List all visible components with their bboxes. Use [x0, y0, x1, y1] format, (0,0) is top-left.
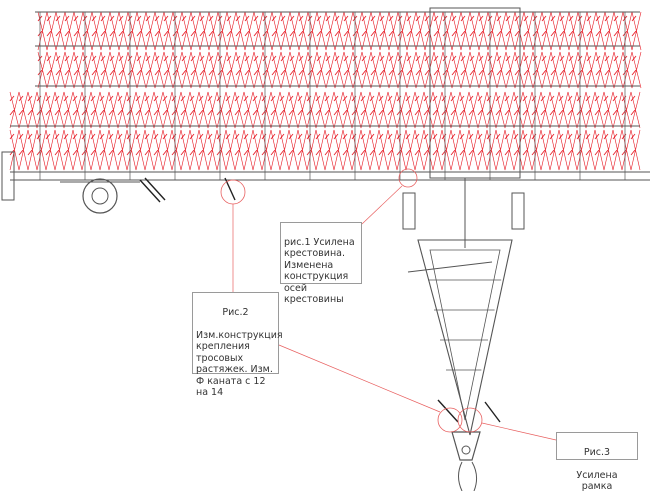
tine-row [37, 51, 642, 89]
leader-line-1 [361, 185, 403, 225]
hitch-hoses [458, 461, 478, 491]
callout-3-text: Усилена рамка [576, 469, 618, 493]
transport-wheel [82, 178, 118, 214]
leader-line-3 [481, 422, 557, 441]
callout-box-3: Рис.3 Усилена рамка [556, 432, 638, 492]
harrow-frame [1, 7, 650, 491]
callout-leaders [220, 168, 557, 441]
center-frame [429, 7, 521, 179]
detail-circle-2b [437, 407, 463, 433]
wheel-hub [91, 187, 109, 205]
detail-circle-3 [457, 407, 483, 433]
leader-line-2b [278, 344, 441, 413]
tine-row [9, 129, 641, 171]
detail-circle-1 [398, 168, 418, 188]
tine-row [9, 91, 641, 129]
harrow-drawing [1, 7, 650, 491]
center-wheel-right [511, 192, 525, 230]
harrow-tine-sections [9, 11, 642, 171]
center-wheel-left [402, 192, 416, 230]
tine-dashes [9, 133, 636, 156]
hydraulic-line [407, 261, 493, 273]
hitch-pin [461, 445, 471, 455]
tine-dashes [37, 55, 637, 76]
callout-3-number: Рис.3 [583, 446, 611, 458]
callout-box-1: рис.1 Усилена крестовина. Изменена конст… [280, 222, 362, 305]
callout-box-2: Рис.2 Изм.конструкция крепления тросовых… [192, 292, 283, 398]
end-roller [1, 151, 15, 201]
callout-2-number: Рис.2 [222, 306, 249, 318]
callout-1-text: рис.1 Усилена крестовина. Изменена конст… [284, 236, 355, 306]
tine-row [37, 11, 642, 51]
callout-2-text: Изм.конструкция крепления тросовых растя… [196, 329, 283, 399]
tine-dashes [9, 95, 636, 116]
cable-tensioners [139, 177, 501, 423]
detail-circle-2a [220, 179, 246, 205]
drawbar-inner [429, 249, 501, 421]
